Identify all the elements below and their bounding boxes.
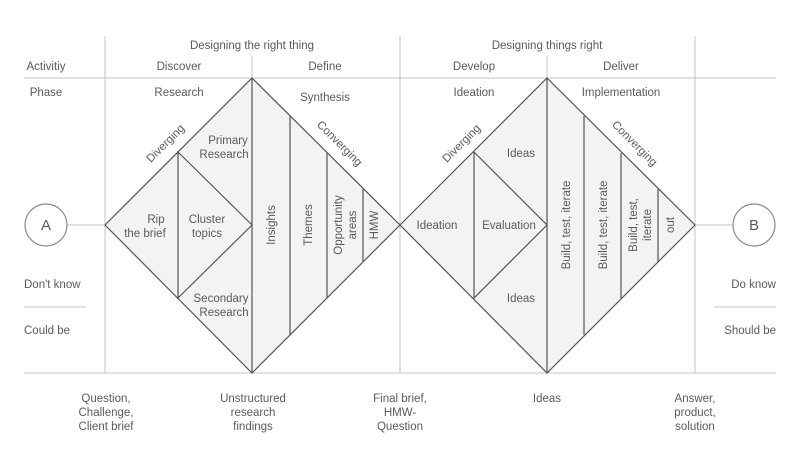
cluster-topics-line2: topics — [192, 228, 222, 240]
insights-label: Insights — [266, 205, 278, 245]
activity-develop: Develop — [453, 61, 495, 73]
output-question-line3: Client brief — [79, 421, 135, 433]
output-question-line2: Challenge, — [79, 407, 134, 419]
secondary-research-line1: Secondary — [194, 293, 249, 305]
output-unstructured: Unstructured research findings — [220, 393, 286, 433]
build-test-iterate-3-line1: Build, test, — [628, 198, 640, 252]
ideation-label: Ideation — [417, 220, 458, 232]
row-label-phase: Phase — [30, 87, 63, 99]
circle-b — [732, 203, 776, 247]
phase-synthesis: Synthesis — [300, 92, 350, 104]
primary-research-line2: Research — [199, 149, 248, 161]
build-test-iterate-2: Build, test, iterate — [598, 181, 610, 270]
activity-discover: Discover — [157, 61, 202, 73]
ideas-bottom-label: Ideas — [507, 293, 535, 305]
output-ideas-line1: Ideas — [533, 393, 561, 405]
rip-brief-line2: the brief — [124, 228, 166, 240]
out-label: out — [665, 216, 677, 233]
output-ideas: Ideas — [533, 393, 561, 405]
circle-a-label: A — [41, 217, 51, 234]
output-final-brief-line3: Question — [377, 421, 423, 433]
secondary-research-line2: Research — [199, 307, 248, 319]
label-dont-know: Don't know — [24, 279, 81, 291]
row-label-activity: Activitiy — [27, 61, 66, 73]
output-answer-line1: Answer, — [675, 393, 716, 405]
output-answer-line3: solution — [675, 421, 715, 433]
phase-implementation: Implementation — [582, 87, 661, 99]
output-question: Question, Challenge, Client brief — [79, 393, 135, 433]
output-answer: Answer, product, solution — [674, 393, 716, 433]
opportunity-areas-line2: areas — [347, 210, 359, 239]
output-answer-line2: product, — [674, 407, 716, 419]
ideas-top-label: Ideas — [507, 148, 535, 160]
output-final-brief-line1: Final brief, — [373, 393, 427, 405]
cluster-triangle — [177, 150, 253, 300]
label-do-know: Do know — [731, 279, 776, 291]
phase-ideation: Ideation — [454, 87, 495, 99]
evaluation-label: Evaluation — [482, 220, 536, 232]
rip-brief-line1: Rip — [147, 214, 164, 226]
activity-deliver: Deliver — [603, 61, 639, 73]
build-test-iterate-1: Build, test, iterate — [561, 181, 573, 270]
phase-research: Research — [154, 87, 203, 99]
output-final-brief-line2: HMW- — [384, 407, 417, 419]
output-final-brief: Final brief, HMW- Question — [373, 393, 427, 433]
output-unstructured-line3: findings — [233, 421, 273, 433]
build-test-iterate-3-line2: iterate — [642, 209, 654, 241]
circle-b-label: B — [749, 217, 759, 234]
label-could-be: Could be — [24, 325, 70, 337]
output-question-line1: Question, — [81, 393, 130, 405]
heading-things-right: Designing things right — [492, 40, 603, 52]
themes-label: Themes — [303, 204, 315, 246]
activity-define: Define — [308, 61, 341, 73]
heading-right-thing: Designing the right thing — [190, 40, 314, 52]
cluster-topics-line1: Cluster — [189, 214, 226, 226]
label-should-be: Should be — [724, 325, 776, 337]
output-unstructured-line1: Unstructured — [220, 393, 286, 405]
circle-a — [24, 203, 68, 247]
output-unstructured-line2: research — [231, 407, 276, 419]
opportunity-areas-line1: Opportunity — [333, 195, 345, 255]
evaluation-triangle — [473, 150, 548, 300]
primary-research-line1: Primary — [208, 135, 248, 147]
hmw-label: HMW — [369, 210, 381, 239]
